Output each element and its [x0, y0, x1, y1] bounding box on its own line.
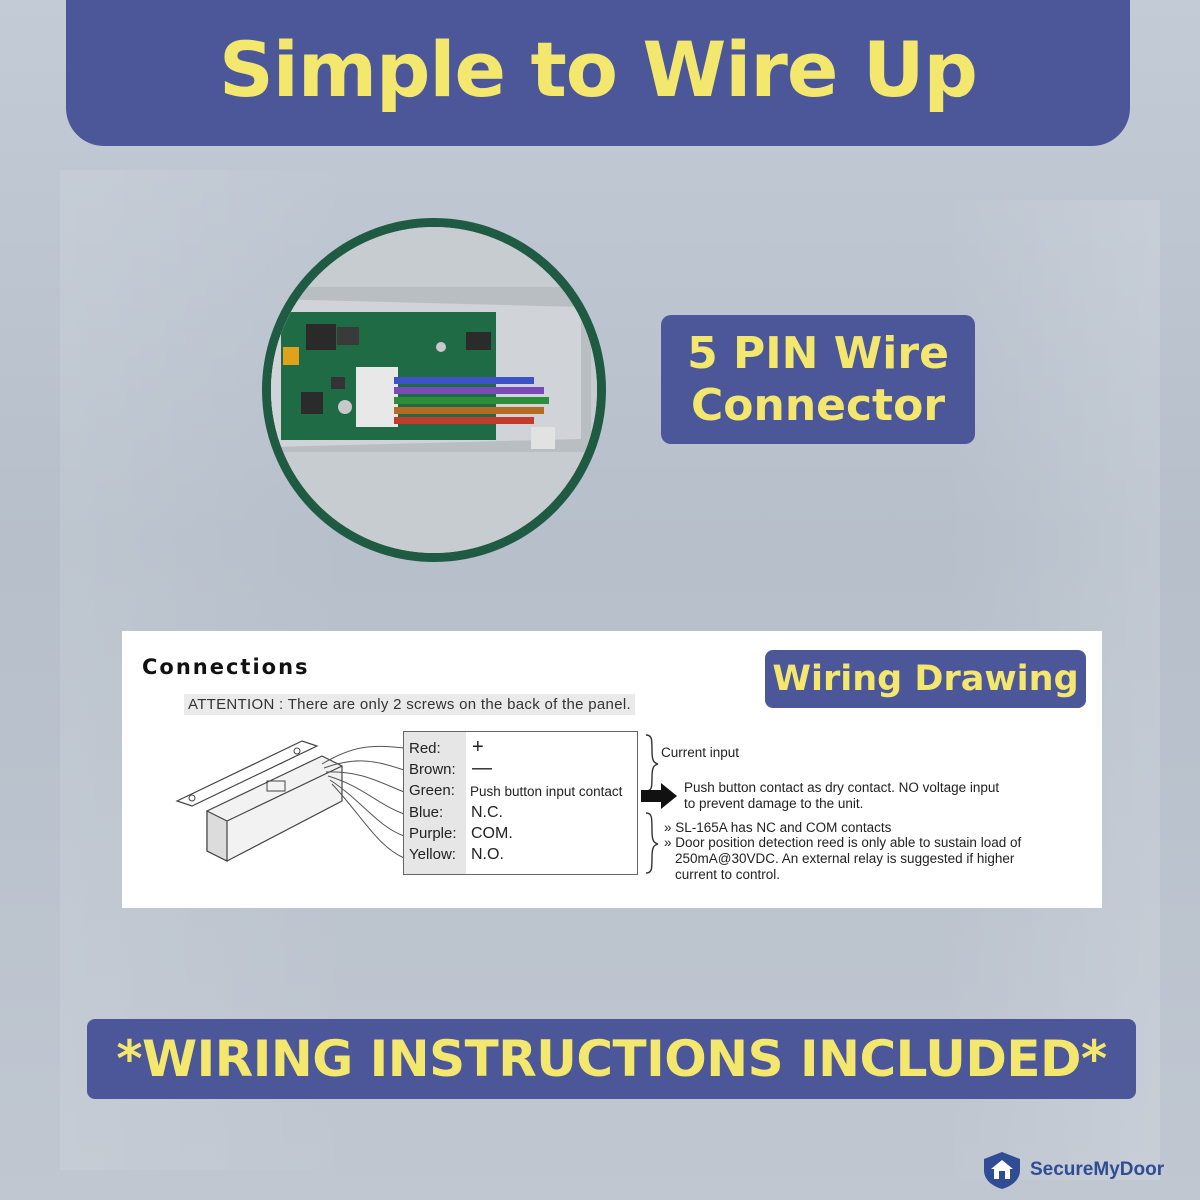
wire-row: Purple: COM.: [404, 825, 637, 846]
callout-line-2: Connector: [690, 379, 946, 431]
wire-row: Green: Push button input contact: [404, 782, 637, 803]
wire-function: COM.: [471, 825, 513, 842]
wire-row: Red: +: [404, 736, 637, 761]
wire-row: Blue: N.C.: [404, 804, 637, 825]
wire-function: N.O.: [471, 846, 504, 863]
connector-callout: 5 PIN Wire Connector: [661, 315, 975, 444]
push-button-note-1: Push button contact as dry contact. NO v…: [684, 780, 1000, 795]
wire-color-table: Red: + Brown: — Green: Push button input…: [403, 731, 638, 875]
arrow-right-icon: [641, 783, 677, 809]
push-button-note-2: to prevent damage to the unit.: [684, 796, 864, 811]
wire-name: Yellow:: [409, 846, 456, 863]
wiring-drawing-badge: Wiring Drawing: [765, 650, 1086, 708]
instructions-banner-text: *WIRING INSTRUCTIONS INCLUDED*: [116, 1030, 1107, 1088]
reed-note-2: 250mA@30VDC. An external relay is sugges…: [675, 851, 1015, 866]
wire-name: Green:: [409, 782, 455, 799]
wiring-diagram-panel: Connections ATTENTION : There are only 2…: [122, 631, 1102, 908]
reed-note-1: » Door position detection reed is only a…: [664, 835, 1022, 850]
lock-device-drawing: [175, 740, 405, 862]
wire-name: Red:: [409, 740, 441, 757]
callout-line-1: 5 PIN Wire: [687, 327, 949, 379]
connector-photo: [262, 218, 606, 562]
wire-name: Purple:: [409, 825, 457, 842]
wire-row: Yellow: N.O.: [404, 846, 637, 867]
shield-house-icon: [984, 1152, 1020, 1189]
page-title: Simple to Wire Up: [219, 24, 978, 114]
attention-note: ATTENTION : There are only 2 screws on t…: [184, 694, 635, 715]
circuit-board-image: [271, 227, 597, 553]
contacts-note: » SL-165A has NC and COM contacts: [664, 820, 892, 835]
wire-name: Blue:: [409, 804, 444, 821]
wire-name-column: [404, 732, 466, 874]
wire-function: N.C.: [471, 804, 503, 821]
brand-logo: SecureMyDoor: [980, 1150, 1164, 1190]
brace-icon: [645, 734, 659, 874]
instructions-banner: *WIRING INSTRUCTIONS INCLUDED*: [87, 1019, 1136, 1099]
title-banner: Simple to Wire Up: [66, 0, 1130, 146]
connections-heading: Connections: [142, 655, 310, 679]
wire-name: Brown:: [409, 761, 456, 778]
wire-function: +: [472, 736, 484, 758]
reed-note-3: current to control.: [675, 867, 781, 882]
wire-function: Push button input contact: [470, 784, 623, 799]
wire-row: Brown: —: [404, 757, 637, 782]
brand-name: SecureMyDoor: [1030, 1159, 1165, 1180]
wire-function: —: [472, 757, 492, 779]
current-input-note: Current input: [661, 745, 740, 760]
